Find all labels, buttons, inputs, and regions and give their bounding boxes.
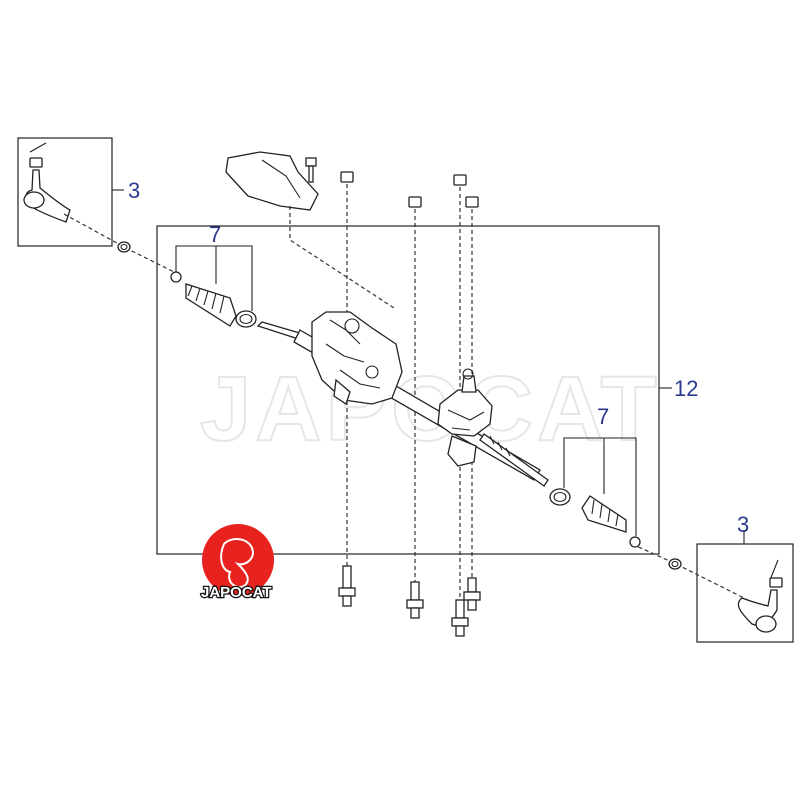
logo-text: JAPOCAT <box>201 584 272 601</box>
heat-shield <box>225 151 319 211</box>
jam-nut-left <box>117 241 131 253</box>
japocat-logo: JAPOCAT <box>200 524 274 602</box>
tie-rod-end-right-box <box>696 543 794 643</box>
callout-leader-7-left <box>175 245 253 311</box>
alignment-line-right <box>631 543 749 601</box>
callout-7-right[interactable]: 7 <box>597 404 609 429</box>
tie-rod-end-left-box <box>17 137 113 247</box>
callout-3-left[interactable]: 3 <box>128 178 140 203</box>
callout-3-right[interactable]: 3 <box>737 512 749 537</box>
mount-stud-1 <box>338 565 356 607</box>
callout-12[interactable]: 12 <box>674 376 698 401</box>
mount-nut-4 <box>465 196 479 208</box>
heat-shield-bolt <box>305 157 317 183</box>
heat-shield-dash <box>289 206 395 309</box>
boot-kit-left <box>170 271 257 328</box>
steering-rack <box>256 311 549 487</box>
steering-rack-box <box>156 225 660 555</box>
boot-kit-right <box>549 488 641 548</box>
mount-nut-3 <box>453 174 467 186</box>
callout-leader-7-right <box>563 437 637 536</box>
logo-dragon-icon <box>220 538 254 588</box>
mount-nut-1 <box>340 171 354 183</box>
mount-stud-3 <box>451 599 469 637</box>
mount-nut-2 <box>408 196 422 208</box>
jam-nut-right <box>668 558 682 570</box>
mount-stud-4 <box>463 577 481 611</box>
mount-stud-2 <box>406 581 424 619</box>
logo-red-circle <box>202 524 274 596</box>
callout-7-left[interactable]: 7 <box>209 222 221 247</box>
